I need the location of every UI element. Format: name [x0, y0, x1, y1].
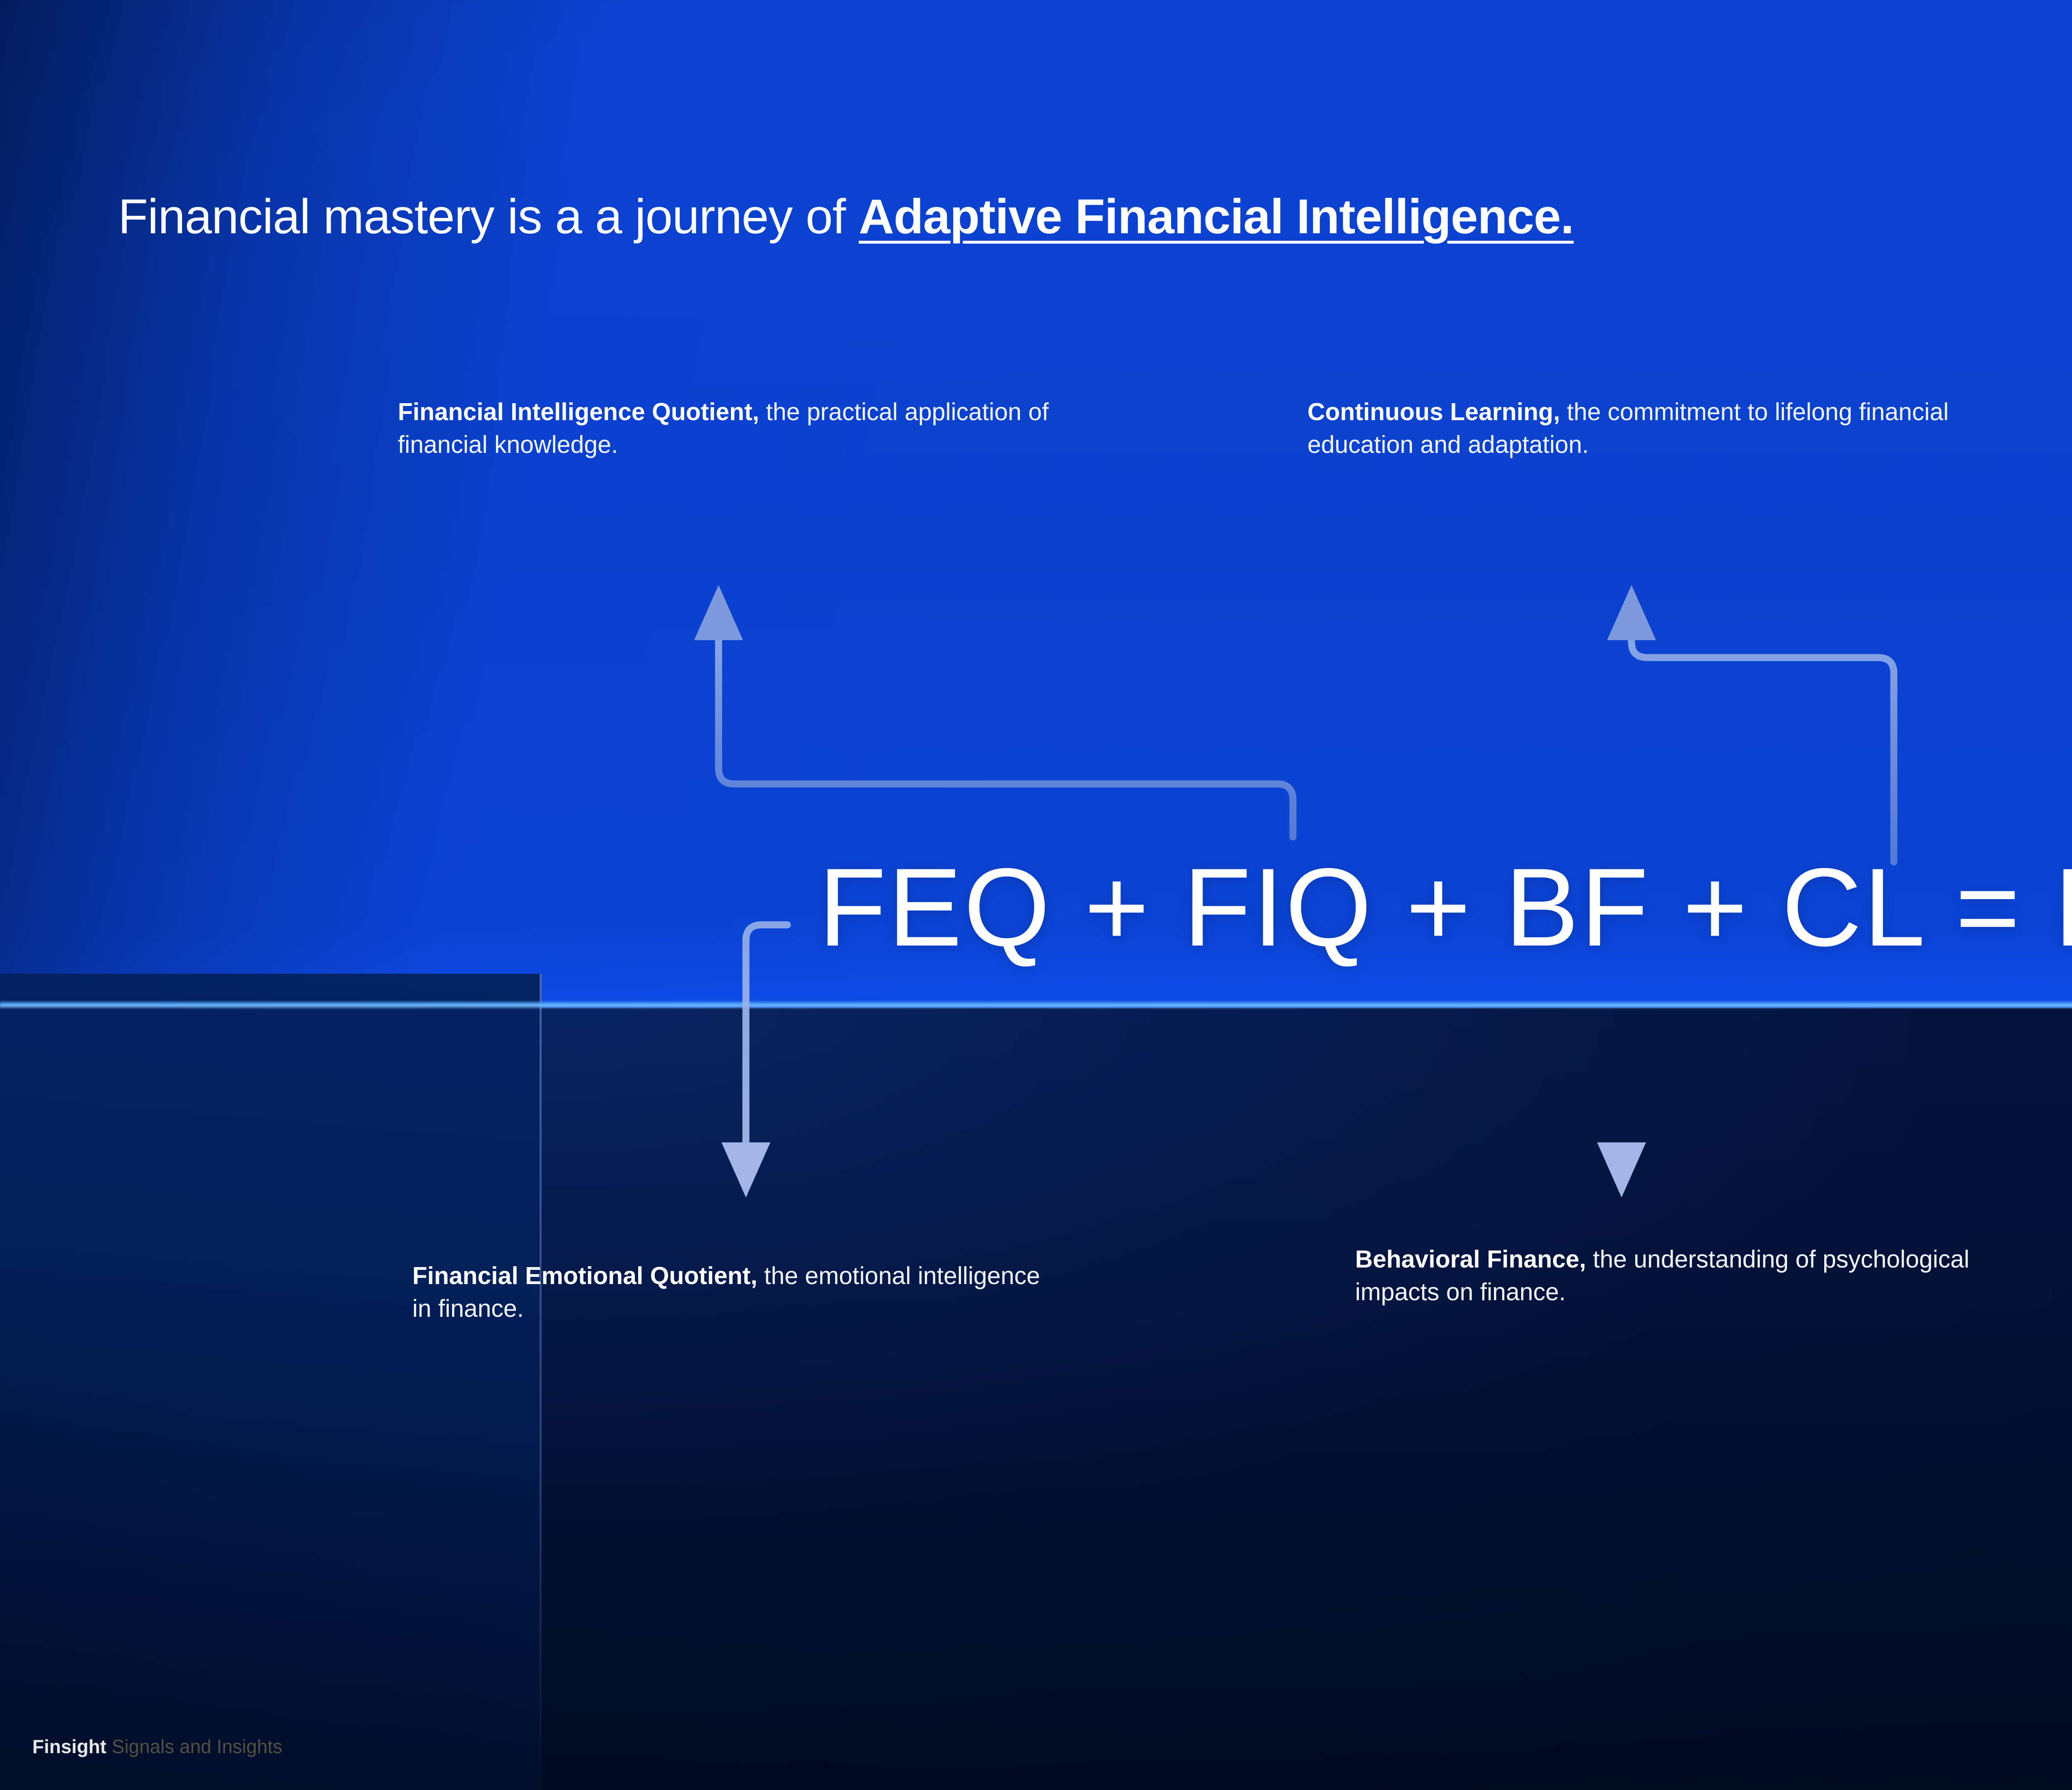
annotation-desc-bf: the understanding of psychological impac…: [1355, 1246, 1970, 1306]
annotation-financial-intelligence-quotient: Financial Intelligence Quotient, the pra…: [398, 396, 1061, 461]
core-equation: FEQ + FIQ + BF + CL = FM: [818, 845, 2072, 969]
annotation-term-cl: Continuous Learning,: [1307, 398, 1560, 426]
annotation-desc-feq: the emotional intelligence in finance.: [412, 1262, 1040, 1323]
background-wedge-divider: [540, 974, 542, 1790]
background-left-wedge: [0, 974, 541, 1790]
background-panel-edge-glow: [0, 1000, 2072, 1009]
annotation-behavioral-finance: Behavioral Finance, the understanding of…: [1355, 1243, 2002, 1309]
annotation-financial-emotional-quotient: Financial Emotional Quotient, the emotio…: [412, 1260, 1059, 1325]
annotation-continuous-learning: Continuous Learning, the commitment to l…: [1307, 396, 1954, 461]
annotation-term-fiq: Financial Intelligence Quotient,: [398, 398, 760, 426]
annotation-desc-fiq: the practical application of financial k…: [398, 398, 1049, 459]
annotation-term-feq: Financial Emotional Quotient,: [412, 1262, 758, 1289]
footer-brand: Finsight Signals and Insights: [32, 1735, 282, 1758]
slide-title: Financial mastery is a a journey of Adap…: [118, 189, 1574, 245]
annotation-term-bf: Behavioral Finance,: [1355, 1246, 1586, 1273]
annotation-desc-cl: the commitment to lifelong financial edu…: [1307, 398, 1949, 459]
title-lead-text: Financial mastery is a a journey of: [118, 189, 859, 244]
title-emphasis-text: Adaptive Financial Intelligence.: [859, 189, 1574, 244]
footer-brand-tagline: Signals and Insights: [106, 1736, 283, 1757]
footer-brand-name: Finsight: [32, 1736, 107, 1757]
